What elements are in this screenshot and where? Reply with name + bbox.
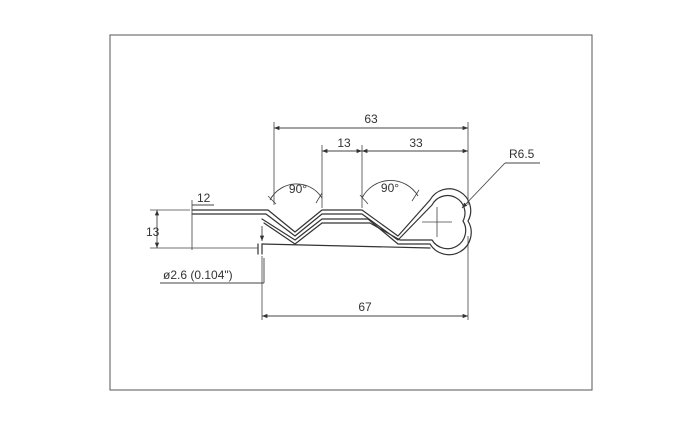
label-13-inner: 13 [337,136,351,150]
dim-33: 33 [362,136,468,154]
label-radius: R6.5 [509,147,535,161]
label-angle-right: 90° [381,181,399,195]
dim-13-inner: 13 [321,136,363,208]
dim-radius: R6.5 [461,147,540,209]
label-13-height: 13 [146,225,160,239]
clip-outline [191,188,472,256]
dim-63: 63 [273,112,469,205]
label-angle-left: 90° [289,182,307,196]
label-12: 12 [197,191,211,205]
label-wire-diameter: ø2.6 (0.104") [163,268,233,282]
dim-wire-diameter: ø2.6 (0.104") [160,226,265,284]
drawing-frame [109,34,593,391]
label-67: 67 [358,300,372,314]
dim-12: 12 [191,191,214,250]
dim-67: 67 [261,236,469,320]
angle-left: 90° [267,182,323,205]
angle-right: 90° [359,180,420,205]
label-33: 33 [409,136,423,150]
dim-13-height: 13 [146,209,258,249]
label-63: 63 [364,112,378,126]
eye-centerline [422,207,452,237]
